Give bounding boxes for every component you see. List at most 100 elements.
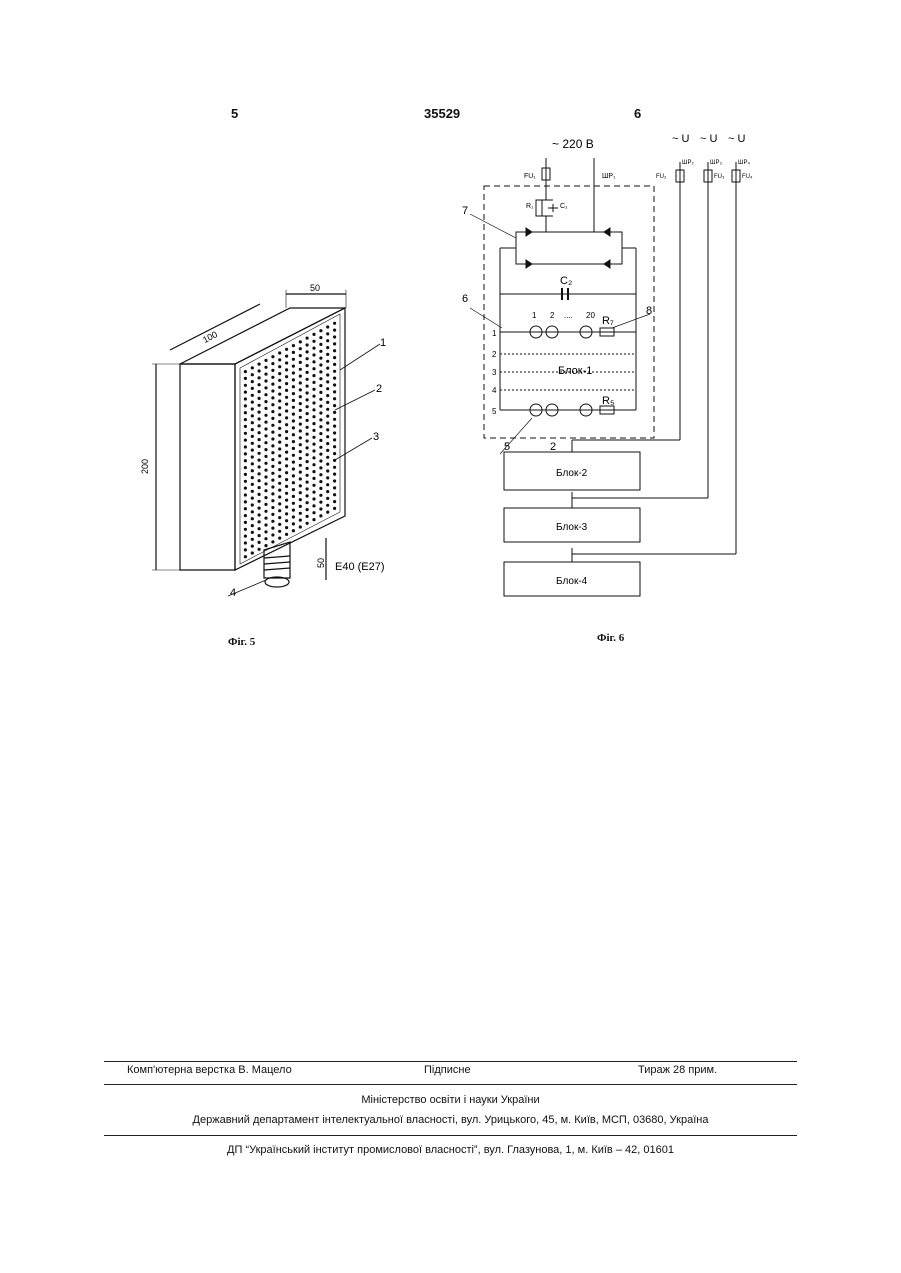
bridge-rectifier — [516, 232, 622, 264]
led-dot — [299, 477, 302, 480]
led-dot — [258, 424, 261, 427]
figure-5-drawing: 200 100 50 50 Е40 (Е27) 1 2 3 4 — [130, 280, 410, 610]
led-dot — [292, 406, 295, 409]
ext-supply-3: ~ U — [728, 133, 745, 145]
led-dot — [299, 340, 302, 343]
led-dot — [326, 380, 329, 383]
led-dot — [285, 478, 288, 481]
footer-rule-middle — [104, 1084, 797, 1085]
led-dot — [306, 446, 309, 449]
led-dot — [278, 358, 281, 361]
led-dot — [312, 518, 315, 521]
dim-base: 50 — [316, 558, 326, 568]
led-dot — [312, 449, 315, 452]
row-3: 3 — [492, 368, 497, 377]
led-dot — [258, 541, 261, 544]
led-dot — [251, 538, 254, 541]
led-dot — [299, 450, 302, 453]
led-dot — [326, 449, 329, 452]
led-dot — [299, 361, 302, 364]
led-dot — [251, 366, 254, 369]
led-dot — [264, 469, 267, 472]
footer-rule-bottom — [104, 1135, 797, 1136]
led-dot — [312, 511, 315, 514]
led-dot — [264, 489, 267, 492]
led-dot — [319, 411, 322, 414]
page-number-left: 5 — [231, 106, 238, 121]
footer-signed: Підписне — [424, 1064, 471, 1076]
callout-2: 2 — [376, 383, 382, 395]
led-dot — [278, 372, 281, 375]
led-dot — [312, 367, 315, 370]
led-dot — [244, 459, 247, 462]
led-dot — [319, 487, 322, 490]
led-dot — [271, 479, 274, 482]
led-dot — [285, 533, 288, 536]
led-dot — [312, 436, 315, 439]
led-dot — [264, 373, 267, 376]
led-dot — [333, 356, 336, 359]
callout-8: 8 — [646, 305, 652, 317]
led-dot — [306, 398, 309, 401]
led-dot — [319, 446, 322, 449]
led-dot — [312, 340, 315, 343]
led-dot — [264, 455, 267, 458]
led-dot — [251, 380, 254, 383]
led-dot — [285, 375, 288, 378]
led-dot — [285, 526, 288, 529]
led-dot — [299, 402, 302, 405]
led-dot — [264, 544, 267, 547]
led-dot — [306, 357, 309, 360]
led-dot — [299, 512, 302, 515]
led-dot — [258, 363, 261, 366]
led-dot — [306, 412, 309, 415]
resistor-top-label: R₇ — [602, 315, 614, 327]
led-dot — [278, 406, 281, 409]
led-dot — [285, 512, 288, 515]
led-dot — [326, 373, 329, 376]
lamp-side-face — [180, 364, 235, 570]
led-dot — [258, 548, 261, 551]
page-number-right: 6 — [634, 106, 641, 121]
led-dot — [312, 395, 315, 398]
led-dot — [326, 504, 329, 507]
led-dot — [319, 466, 322, 469]
led-dot — [333, 411, 336, 414]
footer-layout-credit: Комп'ютерна верстка В. Мацело — [127, 1064, 292, 1076]
led-dot — [319, 453, 322, 456]
led-dot — [251, 394, 254, 397]
led-dot — [258, 376, 261, 379]
led-dot — [319, 377, 322, 380]
led-dot — [244, 480, 247, 483]
callout-3: 3 — [373, 431, 379, 443]
led-dot — [278, 537, 281, 540]
block-1-label: Блок-1 — [558, 365, 592, 377]
led-dot — [271, 533, 274, 536]
led-dot — [312, 374, 315, 377]
led-dot — [258, 404, 261, 407]
led-dot — [264, 496, 267, 499]
led-dot — [278, 441, 281, 444]
led-dot — [312, 484, 315, 487]
led-dot — [244, 439, 247, 442]
led-dot — [251, 435, 254, 438]
led-dot — [312, 408, 315, 411]
led-dot — [306, 494, 309, 497]
led-dot — [292, 413, 295, 416]
led-dot — [258, 411, 261, 414]
led-dot — [258, 459, 261, 462]
led-dot — [292, 378, 295, 381]
led-dot — [251, 510, 254, 513]
footer-department: Державний департамент інтелектуальної вл… — [104, 1114, 797, 1126]
row-5: 5 — [492, 407, 497, 416]
led-dot — [264, 359, 267, 362]
led-dot — [319, 494, 322, 497]
led-dot — [271, 540, 274, 543]
led-dot — [278, 468, 281, 471]
footer-circulation: Тираж 28 прим. — [638, 1064, 717, 1076]
led-dot — [285, 361, 288, 364]
led-dot — [292, 454, 295, 457]
led-dot — [312, 333, 315, 336]
led-dot — [292, 481, 295, 484]
led-dot — [258, 493, 261, 496]
